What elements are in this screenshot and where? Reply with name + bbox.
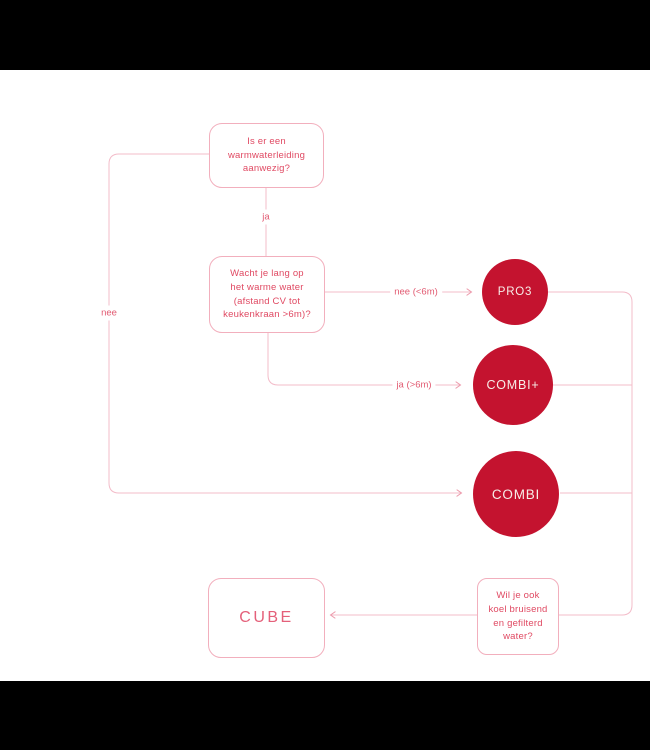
product-node-combiplus: COMBI+ <box>473 345 553 425</box>
product-label: PRO3 <box>497 286 533 298</box>
edge-ja6m-line <box>267 331 460 385</box>
edge-label-ja: ja <box>258 209 274 225</box>
product-node-combi: COMBI <box>473 451 559 537</box>
decision-box-koel-bruisend: Wil je ook koel bruisend en gefilterd wa… <box>477 578 559 655</box>
edge-label-ja-langer-6m: ja (>6m) <box>392 377 436 393</box>
edge-label-nee: nee <box>97 305 121 321</box>
letterbox-bottom <box>0 681 650 750</box>
edge-label-nee-korter-6m: nee (<6m) <box>390 284 442 300</box>
letterbox-top <box>0 0 650 70</box>
decision-box-wachttijd: Wacht je lang op het warme water (afstan… <box>209 256 325 333</box>
edge-rail-right <box>548 291 633 616</box>
decision-box-warmwaterleiding: Is er een warmwaterleiding aanwezig? <box>209 123 324 188</box>
edge-nee-line <box>108 153 461 493</box>
product-label: COMBI <box>491 486 541 502</box>
product-node-pro3: PRO3 <box>482 259 548 325</box>
decision-text: Wacht je lang op het warme water (afstan… <box>223 267 311 321</box>
decision-text: Wil je ook koel bruisend en gefilterd wa… <box>488 589 548 643</box>
product-node-cube: CUBE <box>208 578 325 658</box>
decision-text: Is er een warmwaterleiding aanwezig? <box>227 135 306 175</box>
product-label: COMBI+ <box>486 378 540 392</box>
product-label: CUBE <box>239 609 294 626</box>
